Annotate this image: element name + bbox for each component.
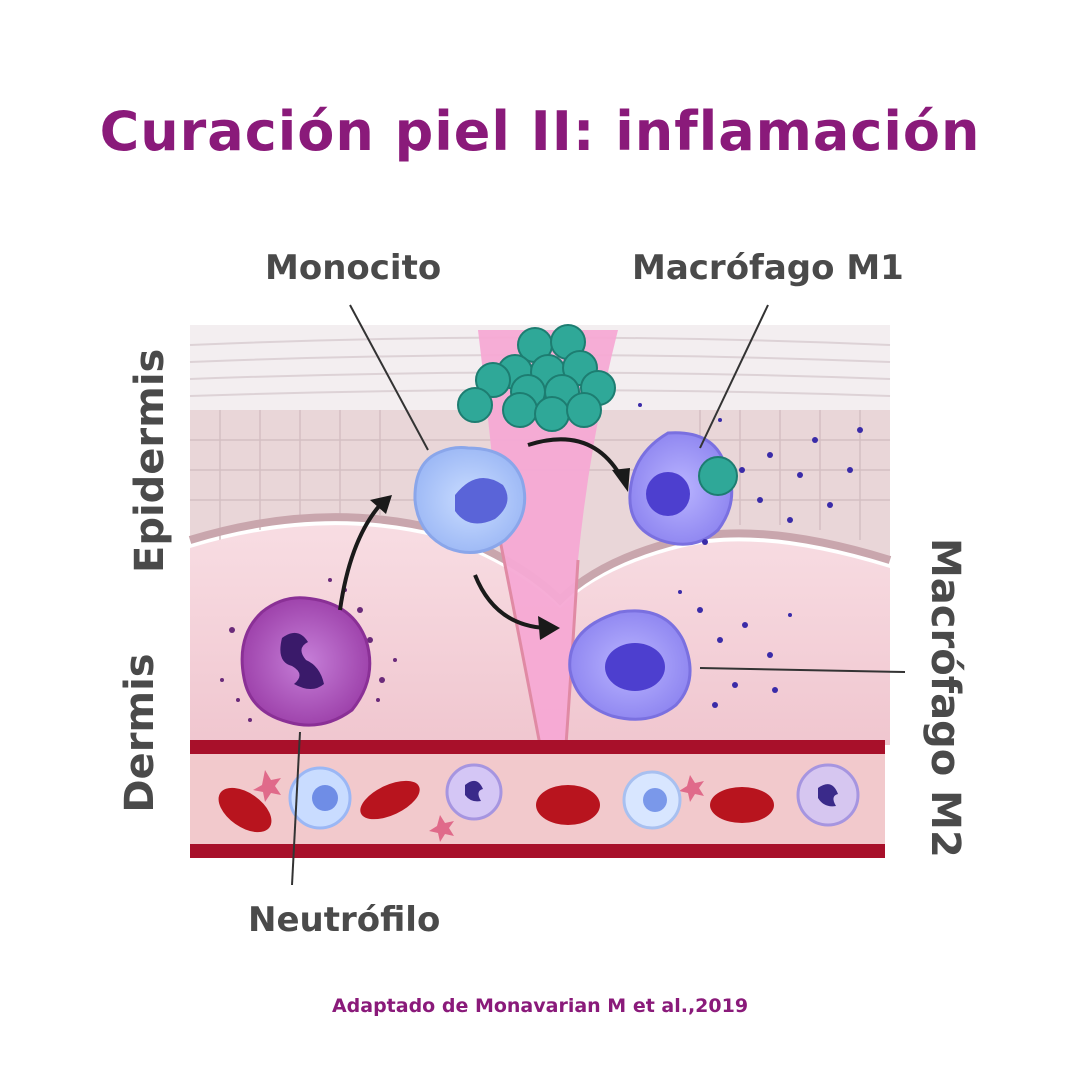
- source-credit: Adaptado de Monavarian M et al.,2019: [331, 995, 749, 1017]
- leader-lines: [291, 304, 906, 886]
- blood-vessel: [190, 740, 885, 858]
- label-macrofago-m2: Macrófago M2: [922, 538, 968, 858]
- macrophage-m2-cell: [568, 590, 792, 721]
- arrow-heads: [370, 468, 630, 640]
- label-neutrofilo: Neutrófilo: [248, 900, 441, 940]
- label-dermis: Dermis: [117, 653, 163, 813]
- label-epidermis: Epidermis: [127, 348, 173, 573]
- label-macrofago-m1: Macrófago M1: [632, 248, 904, 288]
- diagram-title: Curación piel II: inflamación: [99, 100, 981, 163]
- label-monocito: Monocito: [265, 248, 442, 288]
- migration-arrows: [338, 437, 622, 630]
- monocyte-cell: [413, 446, 527, 554]
- bacteria-cluster: [457, 324, 616, 432]
- macrophage-m1-cell: [628, 403, 863, 546]
- neutrophil-cell: [220, 578, 397, 727]
